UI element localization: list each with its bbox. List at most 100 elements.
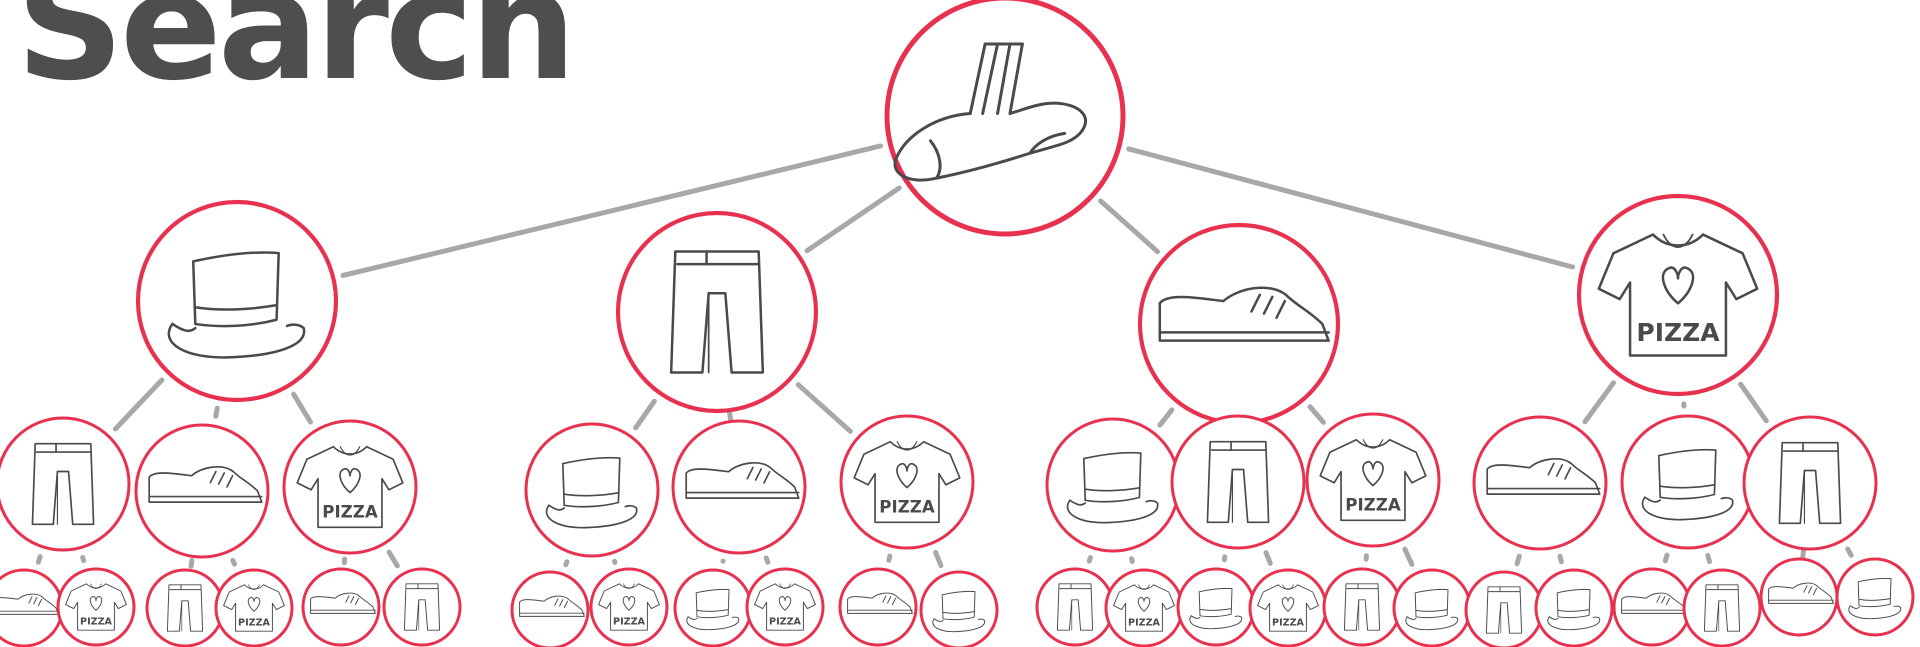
level1-node-top-hat (138, 202, 336, 400)
node-ring (303, 569, 379, 645)
node-ring (526, 424, 658, 556)
level2-node-pants (0, 418, 129, 550)
edge-shirt-to-top-hat (1405, 549, 1412, 564)
node-ring (0, 570, 62, 646)
edge-pants-to-top-hat (636, 401, 655, 428)
level3-node-pants (1324, 569, 1400, 645)
node-ring (384, 569, 460, 645)
shirt-pizza-text: PIZZA (238, 618, 271, 629)
level2-node-shirt: PIZZA (841, 416, 973, 548)
edge-top-hat-to-sneaker (566, 562, 567, 565)
node-ring (1047, 419, 1179, 551)
edge-top-hat-to-sneaker (216, 408, 217, 416)
node-ring (1614, 569, 1690, 645)
node-ring (1684, 570, 1760, 646)
level3-node-sneaker (1761, 559, 1837, 635)
node-ring (0, 418, 129, 550)
level2-node-top-hat (526, 424, 658, 556)
node-ring (887, 0, 1123, 234)
edge-pants-to-shirt (1266, 553, 1270, 564)
level3-node-sneaker (512, 572, 588, 647)
level3-node-sneaker (0, 570, 62, 646)
edge-sneaker-to-shirt (1310, 407, 1323, 423)
node-ring (1837, 559, 1913, 635)
edge-pants-to-sneaker (1803, 549, 1804, 558)
edge-pants-to-top-hat (1224, 557, 1225, 560)
node-ring (1536, 570, 1612, 646)
edge-pants-to-top-hat (1848, 549, 1852, 555)
level3-node-shirt: PIZZA (58, 569, 134, 645)
level1-node-shirt: PIZZA (1579, 196, 1777, 394)
node-ring (147, 570, 223, 646)
edge-root-to-pants (807, 188, 899, 251)
edge-shirt-to-pants (1741, 384, 1767, 421)
shirt-pizza-text: PIZZA (1272, 618, 1305, 629)
level2-node-shirt: PIZZA (284, 421, 416, 553)
level2-node-sneaker (1474, 417, 1606, 549)
level3-node-shirt: PIZZA (1250, 570, 1326, 646)
node-ring (1744, 417, 1876, 549)
edge-pants-to-sneaker (38, 556, 40, 562)
edge-shirt-to-sneaker (889, 556, 890, 560)
level3-node-sneaker (840, 569, 916, 645)
node-ring (512, 572, 588, 647)
node-ring (138, 202, 336, 400)
edge-top-hat-to-shirt (294, 394, 311, 422)
shirt-pizza-text: PIZZA (1636, 318, 1720, 347)
edge-pants-to-shirt (83, 557, 84, 560)
level3-node-pants (147, 570, 223, 646)
node-ring (1394, 570, 1470, 646)
level3-node-top-hat (921, 572, 997, 647)
level3-node-pants (384, 569, 460, 645)
edge-sneaker-to-shirt (766, 558, 768, 562)
edge-sneaker-to-pants (191, 560, 192, 566)
edge-pants-to-sneaker (730, 412, 731, 421)
level1-node-pants (618, 213, 816, 411)
level3-node-sneaker (303, 569, 379, 645)
edge-root-to-sneaker (1101, 201, 1158, 252)
level2-node-top-hat (1622, 416, 1754, 548)
shirt-pizza-text: PIZZA (1128, 618, 1161, 629)
edge-sneaker-to-pants (1517, 556, 1519, 564)
edge-shirt-to-sneaker (1585, 383, 1614, 422)
edge-top-hat-to-shirt (1132, 559, 1133, 562)
node-ring (921, 572, 997, 647)
level3-node-shirt: PIZZA (1106, 570, 1182, 646)
shirt-pizza-text: PIZZA (1345, 496, 1401, 515)
level2-node-sneaker (673, 421, 805, 553)
edge-top-hat-to-pants (1708, 555, 1710, 561)
level1-node-sneaker (1140, 225, 1338, 423)
level2-node-pants (1172, 416, 1304, 548)
node-ring (1037, 569, 1113, 645)
edge-pants-to-shirt (798, 385, 850, 432)
level3-node-sneaker (1614, 569, 1690, 645)
level3-node-top-hat (1536, 570, 1612, 646)
edge-sneaker-to-top-hat (1160, 410, 1172, 425)
level3-node-top-hat (1394, 570, 1470, 646)
edge-top-hat-to-pants (115, 380, 162, 429)
level2-node-top-hat (1047, 419, 1179, 551)
node-ring (136, 425, 268, 557)
level3-node-shirt: PIZZA (216, 570, 292, 646)
node-ring (618, 213, 816, 411)
level3-node-top-hat (1178, 569, 1254, 645)
shirt-pizza-text: PIZZA (879, 498, 935, 517)
shirt-pizza-text: PIZZA (80, 617, 113, 628)
shirt-pizza-text: PIZZA (322, 503, 378, 522)
level3-node-pants (1037, 569, 1113, 645)
level3-node-pants (1466, 572, 1542, 647)
edge-sneaker-to-top-hat (1560, 556, 1561, 561)
node-ring (1466, 572, 1542, 647)
node-ring (1324, 569, 1400, 645)
edge-shirt-to-pants (389, 552, 397, 566)
level3-node-top-hat (675, 570, 751, 646)
root-node-sock (887, 0, 1123, 234)
edge-shirt-to-top-hat (936, 552, 941, 565)
level2-node-pants (1744, 417, 1876, 549)
node-ring (1622, 416, 1754, 548)
node-ring (1474, 417, 1606, 549)
node-ring (1178, 569, 1254, 645)
node-ring (840, 569, 916, 645)
node-ring (675, 570, 751, 646)
